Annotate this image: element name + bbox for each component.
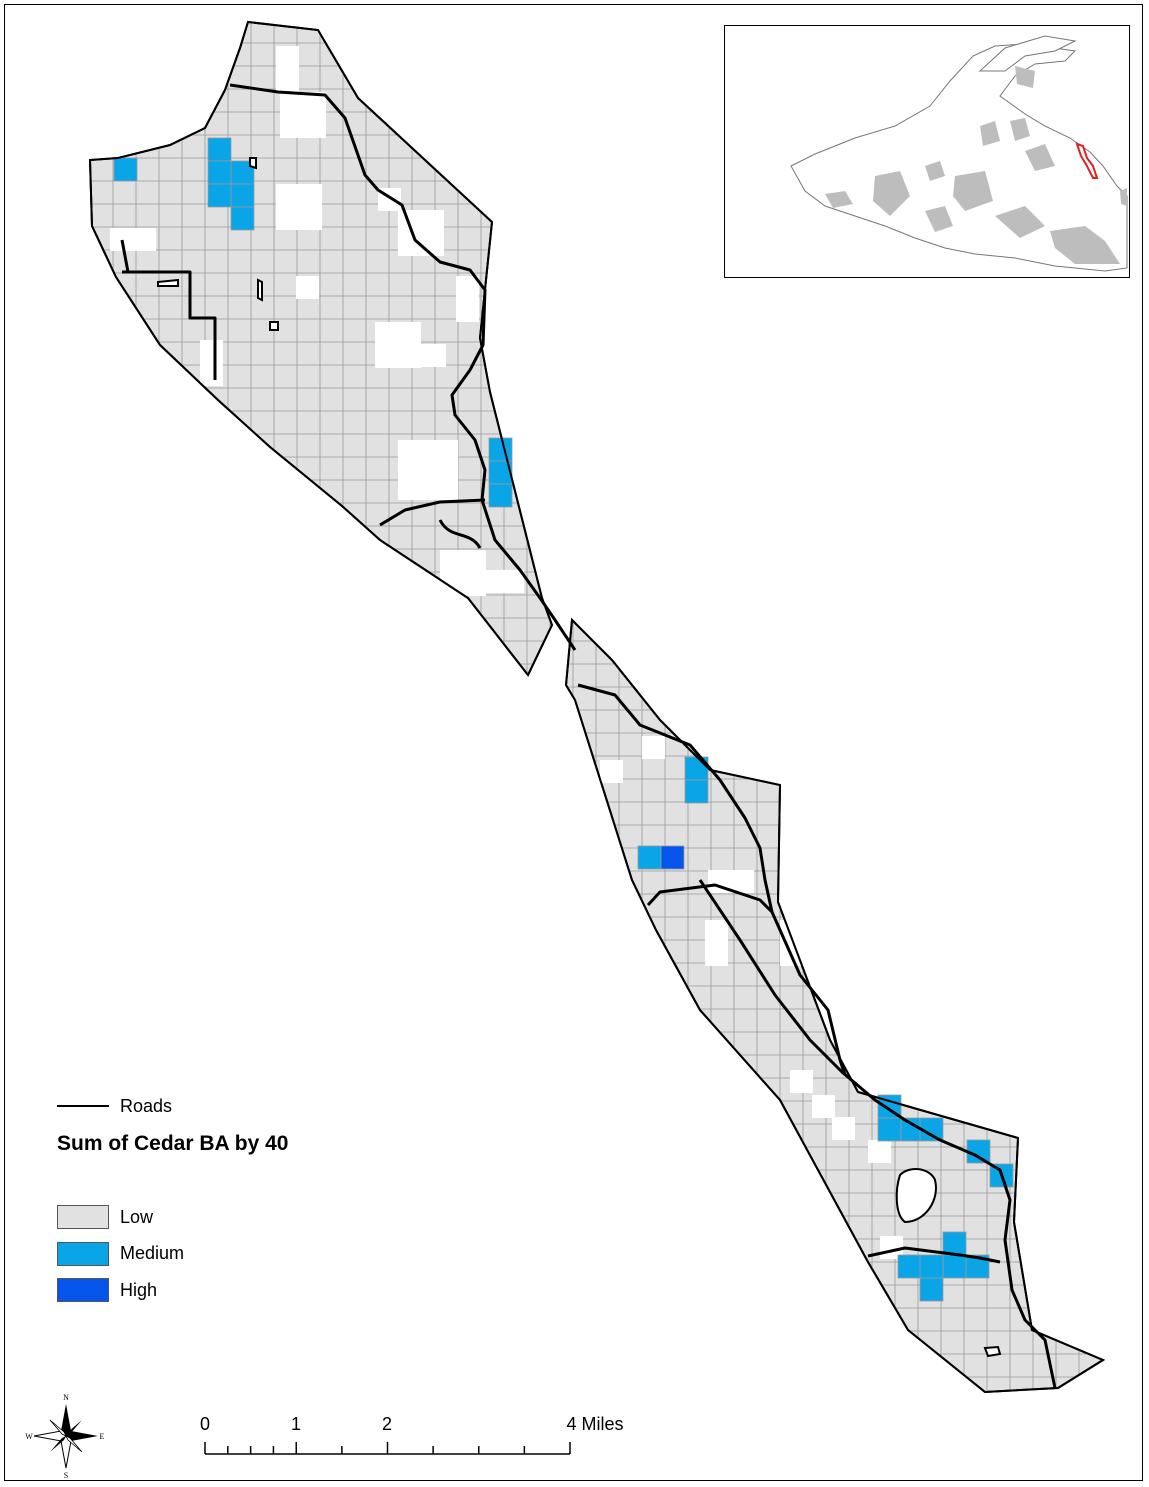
legend-label-high: High <box>120 1280 158 1300</box>
road-south-loop <box>867 1246 1001 1264</box>
unsampled-block <box>790 1070 813 1093</box>
unsampled-block <box>812 1095 835 1118</box>
unsampled-block <box>456 276 479 322</box>
inset-study-area-highlight <box>1075 142 1099 179</box>
cell-medium <box>488 437 513 462</box>
roads <box>120 83 1057 1389</box>
north-arrow: N S E W <box>25 1393 104 1480</box>
legend-roads-label: Roads <box>120 1096 173 1116</box>
inset-map-canvas <box>790 35 1128 272</box>
unsampled-block <box>705 920 728 966</box>
unsampled-block <box>478 570 524 593</box>
north-arrow-e: E <box>100 1432 105 1441</box>
unsampled-block <box>398 440 458 500</box>
unsampled-block <box>400 344 446 367</box>
cell-medium <box>230 206 255 231</box>
cell-medium <box>919 1277 944 1302</box>
road-south-long <box>698 879 1057 1389</box>
cell-medium <box>207 160 232 185</box>
unsampled-block <box>832 1117 855 1140</box>
class-cells <box>113 137 1014 1302</box>
cell-medium <box>207 183 232 208</box>
legend-swatch-low <box>57 1205 109 1229</box>
north-arrow-n: N <box>63 1393 69 1402</box>
unsampled-block <box>868 1140 891 1163</box>
scale-label-2: 2 <box>381 1414 393 1434</box>
unsampled-block <box>110 228 156 251</box>
road-west-stub <box>120 239 130 273</box>
road-north-main <box>229 83 577 651</box>
scale-label-4-miles: 4 Miles <box>566 1414 624 1434</box>
unsampled-block <box>200 340 223 386</box>
cell-medium <box>488 483 513 508</box>
unsampled-block <box>276 184 322 230</box>
cell-medium <box>877 1117 902 1142</box>
unsampled-block <box>280 92 326 138</box>
legend-roads-line <box>57 1105 109 1107</box>
cell-medium <box>897 1254 922 1279</box>
scale-label-1: 1 <box>290 1414 302 1434</box>
unsampled-block <box>276 46 299 92</box>
legend-label-medium: Medium <box>120 1243 185 1263</box>
inset-locator-map <box>724 25 1130 278</box>
legend-swatch-medium <box>57 1242 109 1266</box>
inset-peninsula <box>790 43 1128 272</box>
road-south-east <box>770 911 847 1076</box>
cell-medium <box>919 1254 944 1279</box>
cell-medium <box>965 1254 990 1279</box>
legend-swatch-high <box>57 1278 109 1302</box>
inset-keweenaw <box>978 35 1077 72</box>
inset-forest-lands <box>825 66 1127 264</box>
road-south-main <box>577 683 774 914</box>
cell-medium <box>230 183 255 208</box>
cell-medium <box>207 137 232 162</box>
cell-medium <box>113 157 138 182</box>
cell-high <box>660 845 685 870</box>
road-loop-north <box>438 519 482 549</box>
north-arrow-w: W <box>25 1432 33 1441</box>
study-area-outline <box>88 20 1106 1394</box>
road-west-spur <box>122 270 217 380</box>
unsampled-block <box>600 760 623 783</box>
scale-bar <box>204 1442 571 1455</box>
scale-label-0: 0 <box>199 1414 211 1434</box>
map-frame <box>4 4 1143 1481</box>
unsampled-block <box>296 276 319 299</box>
cell-medium <box>637 845 662 870</box>
cell-medium <box>942 1254 967 1279</box>
unsampled-block <box>642 736 665 759</box>
cell-medium <box>684 779 709 804</box>
road-crossover <box>379 498 486 527</box>
legend-label-low: Low <box>120 1207 154 1227</box>
legend-title: Sum of Cedar BA by 40 <box>57 1132 289 1155</box>
cell-medium <box>942 1231 967 1256</box>
north-arrow-s: S <box>64 1471 68 1480</box>
